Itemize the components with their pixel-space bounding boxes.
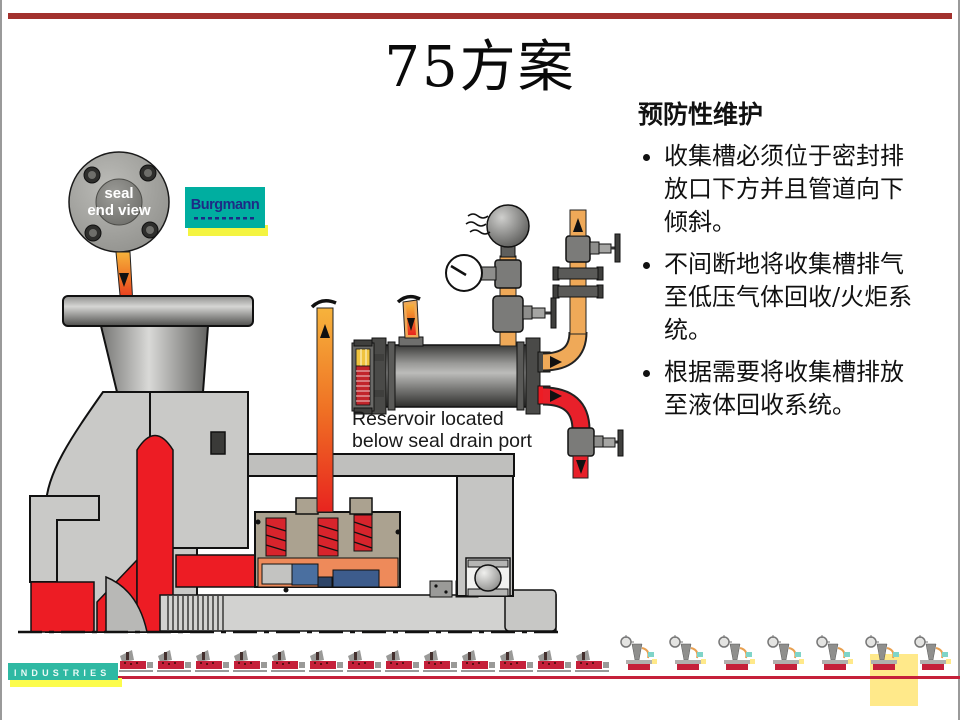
flange-bolts [83, 164, 159, 242]
vent-valve [492, 295, 557, 333]
shaft [18, 589, 558, 634]
maintenance-bullet-list: 收集槽必须位于密封排放口下方并且管道向下倾斜。 不间断地将收集槽排气至低压气体回… [638, 140, 956, 422]
maintenance-bullet: 不间断地将收集槽排气至低压气体回收/火炬系统。 [664, 248, 920, 347]
flare-valve [565, 233, 621, 263]
slide-right-edge [958, 0, 960, 720]
flare-line [537, 209, 621, 373]
reservoir-vent [396, 294, 424, 347]
footer-red-line [118, 676, 960, 679]
flow-arrow-down-icon [119, 273, 129, 287]
valve-handle [617, 429, 624, 457]
flow-arrow-down-icon [576, 460, 586, 474]
reservoir-level-gauge [351, 339, 384, 415]
seal-end-view: seal end view [68, 151, 170, 253]
maintenance-bullet: 根据需要将收集槽排放至液体回收系统。 [664, 356, 920, 422]
shaft-threads [167, 596, 224, 630]
industries-logo: INDUSTRIES [8, 663, 122, 687]
flow-arrow-up-icon [573, 218, 583, 232]
title-underline-rule [8, 13, 952, 19]
logo-subtext-dots [194, 217, 254, 220]
burgmann-logo: Burgmann [185, 187, 268, 236]
reservoir-caption: Reservoir located below seal drain port [352, 408, 533, 452]
maintenance-heading: 预防性维护 [638, 100, 764, 129]
reservoir-body [374, 344, 534, 408]
pressure-gauge [445, 254, 497, 292]
slide-title: 75方案 [384, 35, 576, 100]
suction-flange [29, 495, 100, 583]
gauge-needle [450, 264, 467, 277]
support-arm [247, 453, 515, 477]
pump-volute-fluid [30, 434, 174, 633]
maintenance-notes: 预防性维护 收集槽必须位于密封排放口下方并且管道向下倾斜。 不间断地将收集槽排气… [638, 100, 956, 431]
bearing-bracket [456, 475, 514, 597]
drain-line [537, 385, 624, 479]
pipe-open-end [310, 299, 337, 309]
valve-handle [550, 297, 557, 329]
flow-arrow-right-icon [550, 390, 562, 402]
pump-discharge-nozzle [99, 325, 210, 393]
seal-end-view-label-2: end view [87, 202, 151, 219]
flow-arrow-up-icon [320, 324, 330, 338]
gauge-and-vent-assembly [445, 204, 557, 347]
seal-springs [265, 514, 373, 557]
seal-end-view-label-1: seal [104, 185, 133, 202]
burgmann-wordmark: Burgmann [191, 197, 260, 213]
footer-border: INDUSTRIES [8, 634, 960, 706]
bearing [465, 557, 511, 597]
piping-plan-thumbnails-strip [612, 634, 960, 676]
svg-text:below seal drain port: below seal drain port [352, 430, 533, 452]
valve-handle [614, 233, 621, 263]
seal-cartridge [261, 563, 380, 588]
seal-vent-pipe [310, 299, 337, 513]
pump-piping-diagram: seal end view Burgmann [18, 151, 624, 634]
flow-arrow-right-icon [550, 356, 562, 368]
level-switch-bulb [465, 204, 530, 258]
drain-valve [567, 427, 624, 457]
reservoir [351, 294, 541, 415]
industries-wordmark: INDUSTRIES [14, 668, 111, 678]
slide-left-edge [0, 0, 2, 720]
svg-text:Reservoir located: Reservoir located [352, 408, 504, 430]
maintenance-bullet: 收集槽必须位于密封排放口下方并且管道向下倾斜。 [664, 140, 920, 239]
flow-arrow-down-icon [407, 318, 415, 331]
orifice-flange [552, 266, 604, 299]
pump-discharge-flange [62, 295, 254, 327]
pump-thumbnails-strip [118, 648, 610, 676]
impeller [105, 575, 148, 633]
